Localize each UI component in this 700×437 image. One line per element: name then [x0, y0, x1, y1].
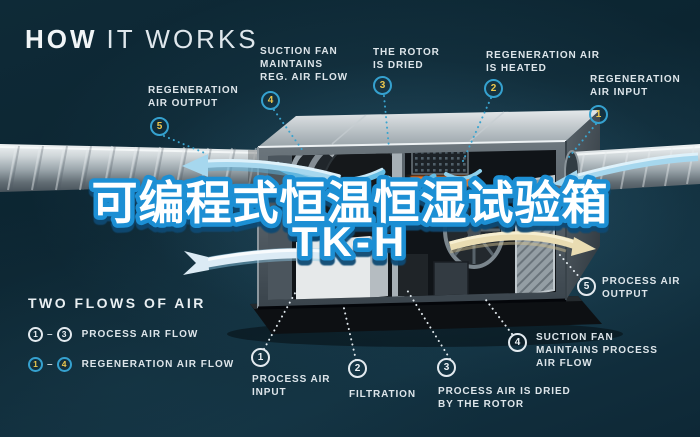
machine-top-face: [258, 110, 600, 147]
regeneration-input-arrow: [552, 152, 699, 190]
callout-process-air-dried: PROCESS AIR IS DRIED BY THE ROTOR: [438, 386, 571, 411]
callout-regeneration-air-heated: REGENERATION AIR IS HEATED: [486, 50, 600, 75]
leader-regen-4: [273, 109, 304, 152]
badge-regeneration-3: 3: [373, 76, 392, 95]
callout-process-air-output: PROCESS AIR OUTPUT: [602, 276, 681, 301]
legend-badge-regen-from: 1: [28, 356, 43, 372]
badge-regeneration-5: 5: [150, 117, 169, 136]
callout-suction-fan-reg: SUCTION FAN MAINTAINS REG. AIR FLOW: [260, 46, 348, 84]
callout-filtration: FILTRATION: [349, 389, 416, 400]
badge-regeneration-2: 2: [484, 79, 503, 98]
airflow-arrows: [182, 152, 699, 275]
legend-row-regeneration: 1 – 4 REGENERATION AIR FLOW: [28, 356, 234, 372]
legend-badge-process-from: 1: [28, 326, 43, 342]
headline: 可编程式恒温恒湿试验箱 TK-H: [87, 173, 612, 270]
process-input-arrow: [183, 247, 350, 275]
process-output-arrow: [448, 231, 596, 256]
headline-line1: 可编程式恒温恒湿试验箱: [92, 177, 609, 229]
callout-process-air-input: PROCESS AIR INPUT: [252, 374, 331, 399]
leader-lines: [163, 95, 597, 361]
badge-process-2: 2: [348, 359, 367, 378]
leader-process-2: [342, 303, 357, 361]
heater-grille: [411, 150, 469, 175]
legend-badge-process-to: 3: [56, 326, 72, 342]
badge-regeneration-4: 4: [261, 91, 280, 110]
badge-process-3: 3: [437, 358, 456, 377]
leader-regen-2: [462, 97, 492, 162]
leader-regen-1: [568, 123, 597, 158]
title-bold-word: HOW: [25, 24, 98, 54]
headline-line2: TK-H: [292, 218, 408, 265]
legend-dash: –: [47, 358, 53, 370]
badge-process-5: 5: [577, 277, 596, 296]
callout-rotor-dried: THE ROTOR IS DRIED: [373, 47, 440, 72]
callout-suction-fan-process: SUCTION FAN MAINTAINS PROCESS AIR FLOW: [536, 332, 658, 370]
legend-label-process: PROCESS AIR FLOW: [81, 328, 199, 340]
badge-process-1: 1: [251, 348, 270, 367]
leader-regen-3: [383, 95, 390, 149]
legend-label-regeneration: REGENERATION AIR FLOW: [81, 358, 235, 370]
callout-regeneration-air-output: REGENERATION AIR OUTPUT: [148, 85, 239, 110]
callout-regeneration-air-input: REGENERATION AIR INPUT: [590, 74, 681, 99]
legend-badge-regen-to: 4: [56, 356, 72, 372]
leader-process-5: [558, 253, 582, 280]
legend-dash: –: [47, 328, 53, 340]
leader-process-4: [485, 299, 513, 335]
regeneration-output-arrow: [182, 154, 342, 188]
legend-heading: TWO FLOWS OF AIR: [28, 295, 206, 311]
badge-process-4: 4: [508, 333, 527, 352]
title-light-words: IT WORKS: [106, 24, 259, 54]
legend-row-process: 1 – 3 PROCESS AIR FLOW: [28, 326, 198, 342]
page-title: HOW IT WORKS: [25, 24, 259, 55]
badge-regeneration-1: 1: [589, 105, 608, 124]
motor-box: [433, 261, 469, 297]
